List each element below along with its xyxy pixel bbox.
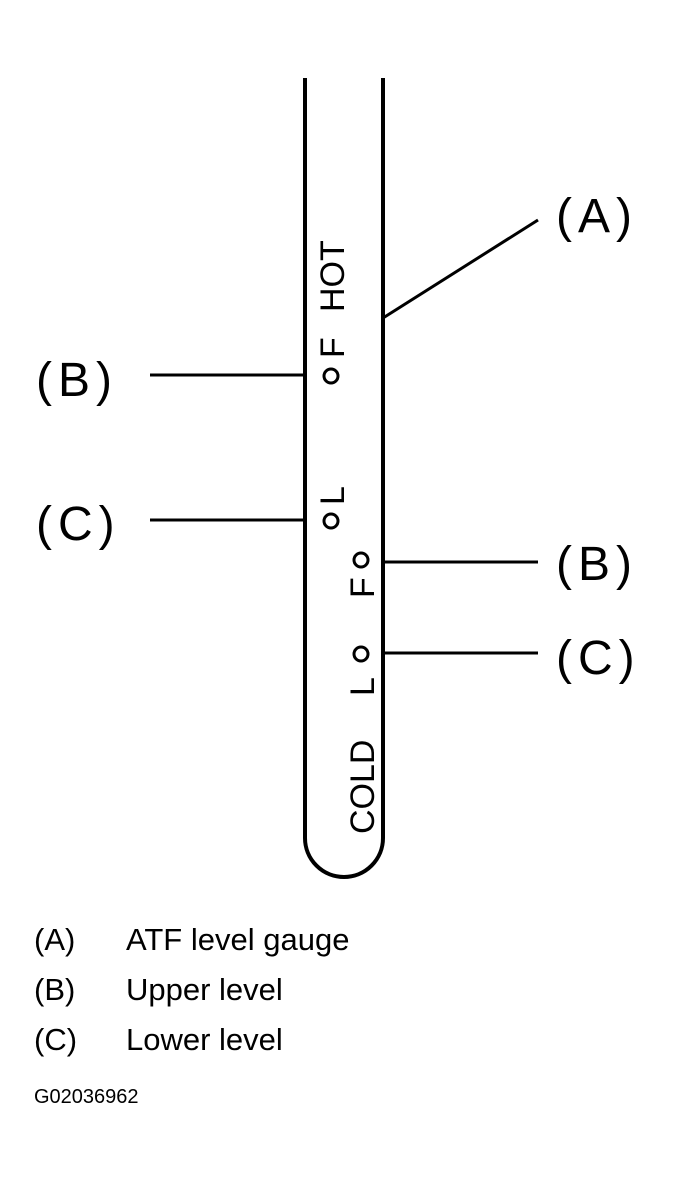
legend-item-b: (B) Upper level xyxy=(34,972,283,1008)
cold-label: COLD xyxy=(344,740,382,834)
hot-upper-mark: F xyxy=(314,337,352,358)
figure-id: G02036962 xyxy=(34,1086,139,1108)
hot-label: HOT xyxy=(314,240,352,312)
legend-text: Lower level xyxy=(126,1022,283,1057)
callout-a: (A) xyxy=(556,190,638,243)
callout-b-right: (B) xyxy=(556,538,638,591)
leader-a xyxy=(382,218,539,320)
legend-key: (B) xyxy=(34,972,76,1007)
callout-b-left: (B) xyxy=(36,354,118,407)
callout-c-right: (C) xyxy=(556,632,641,685)
legend-text: Upper level xyxy=(126,972,283,1007)
legend-item-a: (A) ATF level gauge xyxy=(34,922,349,958)
cold-upper-mark: F xyxy=(344,577,382,598)
cold-lower-mark: L xyxy=(344,677,382,696)
hot-lower-dot xyxy=(322,512,340,530)
legend-key: (C) xyxy=(34,1022,78,1057)
legend-key: (A) xyxy=(34,922,76,957)
dipstick-outline xyxy=(303,78,385,879)
hot-lower-mark: L xyxy=(314,486,352,505)
callout-c-left: (C) xyxy=(36,498,121,551)
cold-upper-dot xyxy=(352,551,370,569)
cold-lower-dot xyxy=(352,645,370,663)
legend-text: ATF level gauge xyxy=(126,922,350,957)
legend-item-c: (C) Lower level xyxy=(34,1022,283,1058)
hot-upper-dot xyxy=(322,367,340,385)
